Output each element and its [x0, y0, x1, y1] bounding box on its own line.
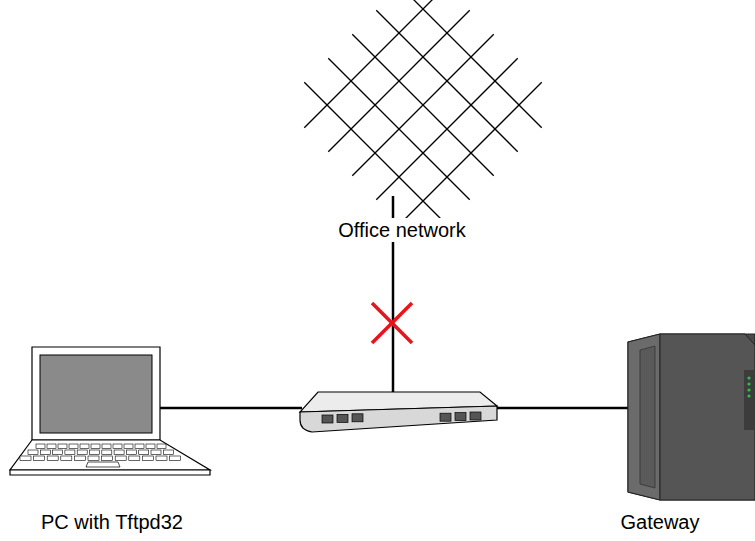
laptop-icon — [10, 347, 210, 475]
key — [88, 456, 99, 461]
key — [34, 456, 45, 461]
stroke — [400, 0, 541, 128]
key — [129, 456, 140, 461]
port — [337, 414, 348, 422]
disconnected-cross — [372, 303, 412, 343]
key — [156, 456, 167, 461]
key — [142, 456, 153, 461]
key — [28, 450, 38, 455]
gateway-label: Gateway — [621, 510, 700, 534]
key — [77, 450, 87, 455]
port — [322, 415, 333, 423]
key — [61, 456, 72, 461]
port — [352, 414, 363, 422]
gateway-device — [628, 334, 755, 500]
key — [47, 444, 56, 449]
key — [102, 450, 112, 455]
stroke — [376, 10, 517, 151]
key — [157, 444, 166, 449]
key — [102, 456, 113, 461]
stroke — [304, 0, 445, 128]
key — [115, 456, 126, 461]
stroke — [376, 58, 517, 199]
key — [80, 444, 89, 449]
key — [139, 450, 149, 455]
pc-label: PC with Tftpd32 — [41, 510, 183, 534]
key — [146, 444, 155, 449]
stroke — [352, 34, 493, 175]
key — [90, 450, 100, 455]
network-label: Office network — [335, 218, 468, 242]
key — [163, 450, 173, 455]
port — [440, 413, 451, 421]
key — [102, 444, 111, 449]
key — [58, 444, 67, 449]
key — [53, 450, 63, 455]
key — [65, 450, 75, 455]
key — [113, 444, 122, 449]
key — [135, 444, 144, 449]
key — [170, 456, 181, 461]
key — [74, 456, 85, 461]
stroke — [352, 34, 493, 175]
key — [47, 456, 58, 461]
laptop-wire — [158, 407, 302, 410]
key — [36, 444, 45, 449]
port — [470, 412, 481, 420]
key — [124, 444, 133, 449]
key — [126, 450, 136, 455]
stroke — [400, 82, 541, 223]
gateway-wire — [494, 407, 628, 410]
key — [69, 444, 78, 449]
port — [455, 413, 466, 421]
key — [114, 450, 124, 455]
key — [20, 456, 31, 461]
key — [151, 450, 161, 455]
network-switch — [300, 392, 497, 432]
key — [91, 444, 100, 449]
key — [40, 450, 50, 455]
office-network-mesh — [304, 0, 541, 224]
